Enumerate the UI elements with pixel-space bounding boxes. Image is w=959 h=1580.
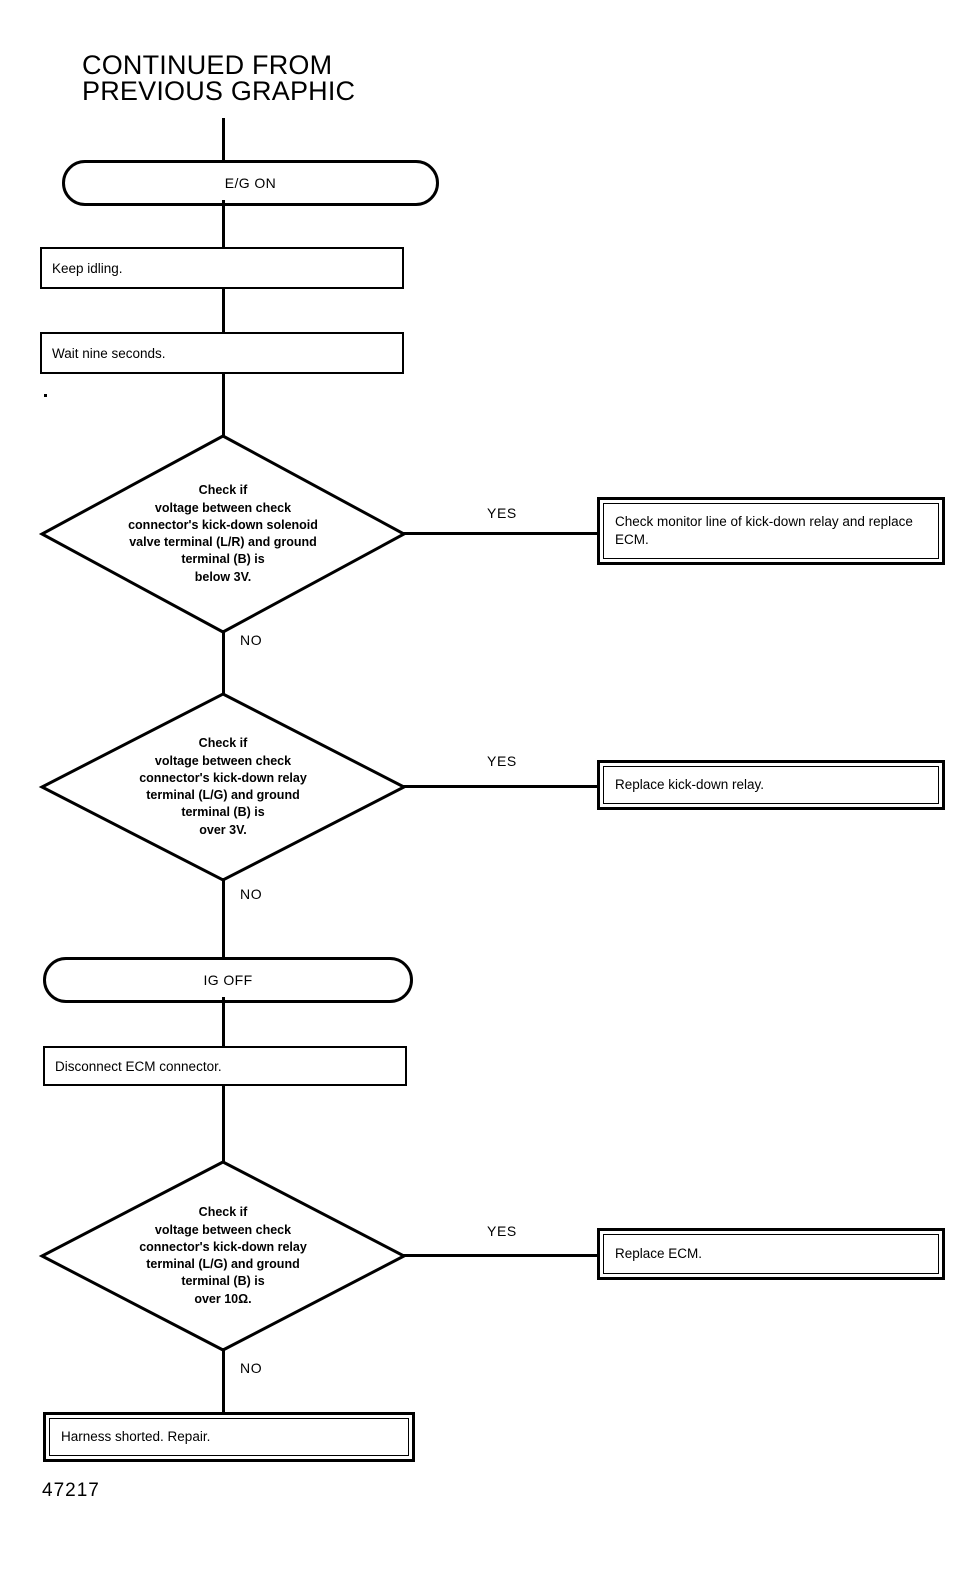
connector-decision2-no — [222, 878, 225, 958]
process-wait-nine-seconds-label: Wait nine seconds. — [52, 345, 166, 361]
connector-decision1-yes — [402, 532, 598, 535]
figure-number: 47217 — [42, 1480, 100, 1501]
page-title: CONTINUED FROM PREVIOUS GRAPHIC — [82, 50, 356, 107]
branch-label-no-2: NO — [240, 886, 263, 902]
result-replace-ecm: Replace ECM. — [597, 1228, 945, 1280]
process-keep-idling: Keep idling. — [40, 247, 404, 289]
branch-label-no-1: NO — [240, 632, 263, 648]
result-check-monitor-line: Check monitor line of kick-down relay an… — [597, 497, 945, 565]
connector-title-to-start — [222, 118, 225, 161]
connector-decision3-yes — [402, 1254, 598, 1257]
result-harness-shorted-repair-label: Harness shorted. Repair. — [49, 1418, 409, 1456]
branch-label-yes-2: YES — [487, 753, 517, 769]
diamond-shape-1 — [38, 434, 408, 634]
connector-start-to-keep-idling — [222, 200, 225, 248]
connector-decision2-yes — [402, 785, 598, 788]
decision-check-solenoid-voltage: Check if voltage between check connector… — [38, 434, 408, 634]
decision-check-relay-voltage: Check if voltage between check connector… — [38, 692, 408, 882]
branch-label-yes-3: YES — [487, 1223, 517, 1239]
process-disconnect-ecm-connector: Disconnect ECM connector. — [43, 1046, 407, 1086]
result-replace-kick-down-relay: Replace kick-down relay. — [597, 760, 945, 810]
terminal-ig-off: IG OFF — [43, 957, 413, 1003]
connector-wait-to-decision1 — [222, 374, 225, 436]
result-check-monitor-line-label: Check monitor line of kick-down relay an… — [603, 503, 939, 559]
connector-keep-idling-to-wait — [222, 289, 225, 333]
terminal-ig-off-label: IG OFF — [203, 972, 253, 988]
process-keep-idling-label: Keep idling. — [52, 260, 123, 276]
diamond-shape-3 — [38, 1160, 408, 1352]
result-replace-kick-down-relay-label: Replace kick-down relay. — [603, 766, 939, 804]
terminal-start-label: E/G ON — [224, 175, 277, 191]
terminal-start: E/G ON — [62, 160, 439, 206]
result-harness-shorted-repair: Harness shorted. Repair. — [43, 1412, 415, 1462]
connector-ig-off-to-disconnect — [222, 997, 225, 1047]
branch-label-yes-1: YES — [487, 505, 517, 521]
decision-check-relay-resistance: Check if voltage between check connector… — [38, 1160, 408, 1352]
process-disconnect-ecm-connector-label: Disconnect ECM connector. — [55, 1058, 222, 1074]
process-wait-nine-seconds: Wait nine seconds. — [40, 332, 404, 374]
connector-decision3-no — [222, 1348, 225, 1416]
diamond-shape-2 — [38, 692, 408, 882]
branch-label-no-3: NO — [240, 1360, 263, 1376]
connector-decision1-no — [222, 630, 225, 694]
scan-artifact-dot — [44, 394, 47, 397]
connector-disconnect-to-decision3 — [222, 1086, 225, 1162]
result-replace-ecm-label: Replace ECM. — [603, 1234, 939, 1274]
